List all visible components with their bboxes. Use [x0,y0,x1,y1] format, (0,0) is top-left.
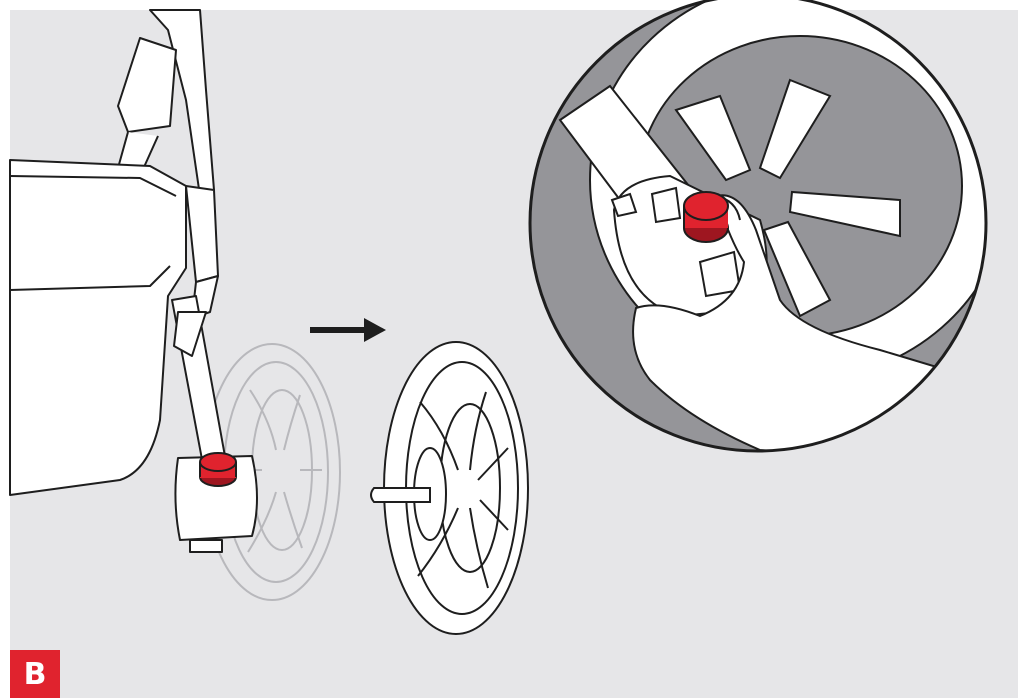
step-badge-background [10,650,60,698]
detached-wheel [370,341,529,635]
inset-hand [632,194,981,451]
arrow-right-icon [310,318,386,342]
inset-release-button [683,191,729,243]
release-button-icon [199,452,237,487]
detail-inset [530,0,986,451]
step-label: B [23,656,47,692]
detail-inset-border [528,0,988,453]
